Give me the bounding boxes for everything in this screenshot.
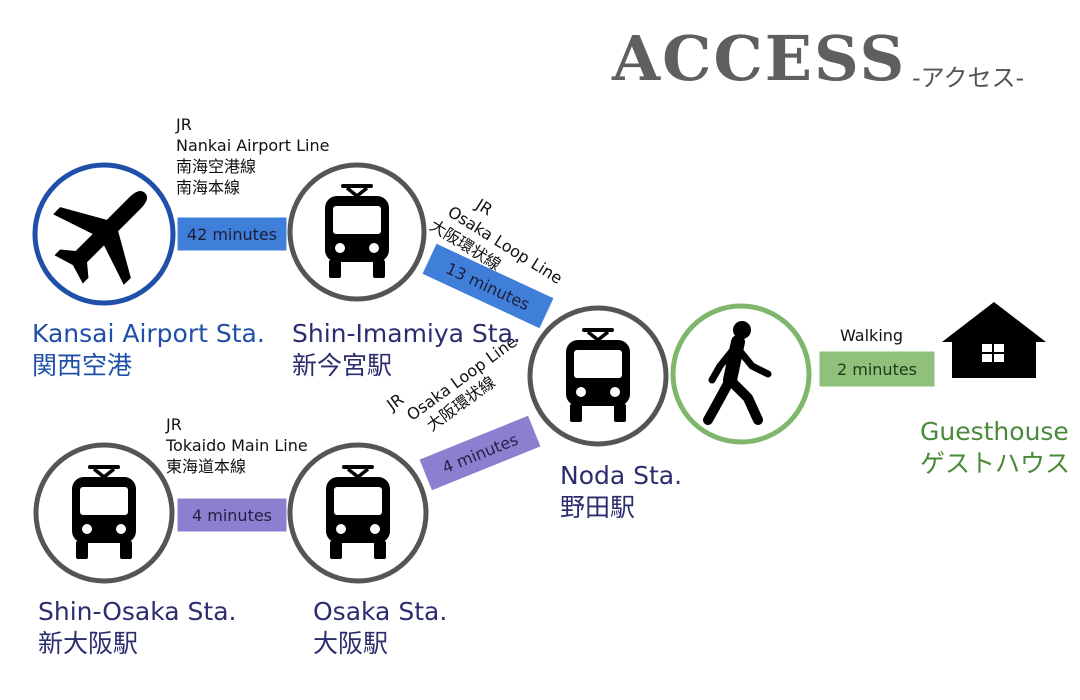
node-noda xyxy=(527,305,669,447)
station-name-en: Shin-Osaka Sta. xyxy=(38,597,237,626)
station-name-ja: 大阪駅 xyxy=(313,629,389,658)
station-label-guesthouse: Guesthouse ゲストハウス xyxy=(920,416,1070,480)
station-name-ja: 新今宮駅 xyxy=(292,351,393,380)
station-name-en: Kansai Airport Sta. xyxy=(32,319,265,348)
node-osaka xyxy=(287,442,429,584)
station-name-ja: 新大阪駅 xyxy=(38,629,139,658)
route-line-ja-alt: 南海本線 xyxy=(176,178,241,197)
time-tokaido: 4 minutes xyxy=(192,506,272,525)
node-shin-osaka xyxy=(33,442,175,584)
station-label-noda: Noda Sta. 野田駅 xyxy=(560,460,682,524)
station-name-en: Guesthouse xyxy=(920,417,1069,446)
station-name-ja: 野田駅 xyxy=(560,493,636,522)
station-label-osaka: Osaka Sta. 大阪駅 xyxy=(313,596,447,660)
bar-tokaido: 4 minutes xyxy=(174,495,290,535)
station-name-en: Noda Sta. xyxy=(560,461,683,490)
route-operator: JR xyxy=(176,115,192,134)
walking-person-icon xyxy=(703,321,772,425)
station-name-ja: 関西空港 xyxy=(32,351,133,380)
page-title: ACCESS xyxy=(612,22,907,95)
station-name-en: Shin-Imamiya Sta. xyxy=(292,319,521,348)
node-shin-imamiya xyxy=(287,162,427,302)
route-label-walk: Walking xyxy=(840,326,904,345)
airplane-icon xyxy=(53,190,148,285)
route-line-en: Nankai Airport Line xyxy=(176,136,330,155)
time-airport-line: 42 minutes xyxy=(187,225,277,244)
station-label-shin-osaka: Shin-Osaka Sta. 新大阪駅 xyxy=(38,596,237,660)
bar-walk: 2 minutes xyxy=(816,348,938,390)
station-name-ja: ゲストハウス xyxy=(920,449,1071,478)
route-line-ja: 東海道本線 xyxy=(166,457,247,476)
station-label-imamiya: Shin-Imamiya Sta. 新今宮駅 xyxy=(292,318,521,382)
route-line-en: Tokaido Main Line xyxy=(166,436,308,455)
route-label-tokaido: JR Tokaido Main Line 東海道本線 xyxy=(166,414,308,477)
station-name-en: Osaka Sta. xyxy=(313,597,448,626)
route-line-ja: 南海空港線 xyxy=(176,157,257,176)
node-walk xyxy=(670,303,812,445)
station-label-kansai: Kansai Airport Sta. 関西空港 xyxy=(32,318,265,382)
route-label-airport-line: JR Nankai Airport Line 南海空港線 南海本線 xyxy=(176,114,329,198)
page-subtitle: -アクセス- xyxy=(912,64,1025,92)
bar-airport-line: 42 minutes xyxy=(174,214,290,254)
node-kansai-airport xyxy=(32,162,176,306)
route-operator: JR xyxy=(166,415,182,434)
house-icon xyxy=(942,302,1046,378)
time-walk: 2 minutes xyxy=(837,360,917,379)
